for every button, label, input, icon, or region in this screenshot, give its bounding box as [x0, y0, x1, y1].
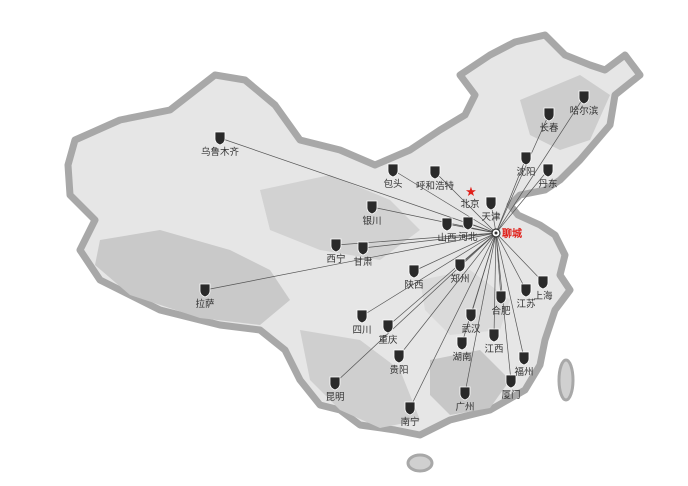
- location-shield-icon[interactable]: [199, 283, 211, 298]
- location-shield-icon[interactable]: [357, 241, 369, 256]
- city-label: 广州: [455, 401, 474, 413]
- city-label: 长春: [539, 122, 559, 134]
- location-shield-icon[interactable]: [520, 151, 532, 166]
- location-shield-icon[interactable]: [404, 401, 416, 416]
- route-line: [371, 206, 497, 234]
- location-shield-icon[interactable]: [520, 283, 532, 298]
- route-line: [219, 137, 497, 234]
- city-label: 天津: [481, 212, 501, 223]
- location-shield-icon[interactable]: [393, 349, 405, 364]
- location-shield-icon[interactable]: [456, 336, 468, 351]
- location-shield-icon[interactable]: [408, 264, 420, 279]
- city-label: 包头: [383, 178, 402, 190]
- city-label: 沈阳: [516, 166, 535, 178]
- location-shield-icon[interactable]: [505, 374, 517, 389]
- china-outline: [64, 31, 644, 473]
- location-shield-icon[interactable]: [329, 376, 341, 391]
- location-shield-icon[interactable]: [382, 319, 394, 334]
- hainan-island: [406, 453, 434, 473]
- city-label: 福州: [514, 366, 533, 378]
- city-label: 重庆: [378, 334, 398, 346]
- hub-marker: 聊城: [491, 227, 522, 240]
- city-label: 上海: [533, 290, 553, 302]
- city-label: 合肥: [491, 305, 511, 317]
- route-line: [361, 232, 497, 317]
- route-line: [495, 232, 544, 283]
- route-line: [398, 232, 497, 357]
- city-labels: 乌鲁木齐包头 呼和浩特天津 沈阳丹东 长春哈尔滨银川山西河北西宁甘肃拉萨 陕西 郑州四川重…: [195, 105, 598, 428]
- location-shield-icon[interactable]: [462, 216, 474, 231]
- route-line: [495, 232, 525, 359]
- capital-star-icon: ★: [465, 185, 477, 200]
- city-label: 呼和浩特: [416, 180, 455, 192]
- city-label: 武汉: [461, 323, 481, 335]
- hub-label: 聊城: [502, 227, 522, 240]
- route-line: [387, 232, 497, 327]
- location-shield-icon[interactable]: [356, 309, 368, 324]
- location-shield-icon[interactable]: [465, 308, 477, 323]
- city-label: 厦门: [501, 389, 520, 401]
- location-shield-icon[interactable]: [214, 131, 226, 146]
- city-label: 拉萨: [195, 298, 215, 310]
- route-line: [461, 232, 497, 344]
- city-label: 昆明: [325, 392, 344, 403]
- city-label: 哈尔滨: [570, 105, 599, 117]
- city-label: 郑州: [450, 273, 469, 285]
- route-line: [392, 169, 497, 234]
- location-shield-icon[interactable]: [387, 163, 399, 178]
- city-label: 贵阳: [389, 364, 408, 376]
- location-shield-icon[interactable]: [330, 238, 342, 253]
- location-shield-icon[interactable]: [542, 163, 554, 178]
- location-shield-icon[interactable]: [366, 200, 378, 215]
- city-label: 江苏: [516, 298, 536, 310]
- location-shield-icon[interactable]: [485, 196, 497, 211]
- route-line: [413, 232, 497, 272]
- city-label: 湖南: [452, 351, 471, 363]
- city-label: 河北: [458, 231, 478, 243]
- route-line: [495, 169, 549, 234]
- route-line: [464, 232, 497, 394]
- location-shield-icon[interactable]: [459, 386, 471, 401]
- location-shield-icon[interactable]: [454, 258, 466, 273]
- route-line: [434, 171, 497, 234]
- location-shield-icon[interactable]: [543, 107, 555, 122]
- route-line: [409, 232, 497, 409]
- location-shield-icon[interactable]: [495, 290, 507, 305]
- route-line: [495, 96, 585, 234]
- route-line: [362, 232, 497, 249]
- location-shield-icon[interactable]: [441, 217, 453, 232]
- city-label: 银川: [362, 215, 381, 227]
- city-label: 四川: [352, 325, 371, 336]
- location-shield-icon[interactable]: [488, 328, 500, 343]
- location-shield-icon[interactable]: [578, 90, 590, 105]
- city-label: 南宁: [400, 416, 419, 428]
- taiwan-island: [557, 358, 575, 402]
- route-lines: [204, 96, 585, 409]
- route-line: [495, 113, 550, 234]
- city-markers: [199, 90, 590, 416]
- city-label: 丹东: [538, 178, 557, 190]
- city-label: 江西: [484, 344, 503, 355]
- route-line: [493, 232, 497, 336]
- city-label: 陕西: [404, 279, 423, 291]
- city-label: 山西: [437, 233, 456, 244]
- capital-marker: ★ 北京: [460, 185, 479, 210]
- location-shield-icon[interactable]: [518, 351, 530, 366]
- route-line: [204, 232, 497, 291]
- route-line: [495, 157, 527, 234]
- route-line: [334, 232, 497, 384]
- city-label: 乌鲁木齐: [201, 146, 240, 158]
- city-label: 甘肃: [353, 256, 372, 268]
- city-label: 西宁: [326, 253, 345, 265]
- capital-label: 北京: [460, 198, 479, 210]
- route-line: [446, 223, 497, 234]
- route-line: [495, 232, 527, 291]
- location-shield-icon[interactable]: [537, 275, 549, 290]
- route-line: [495, 232, 512, 382]
- location-shield-icon[interactable]: [429, 165, 441, 180]
